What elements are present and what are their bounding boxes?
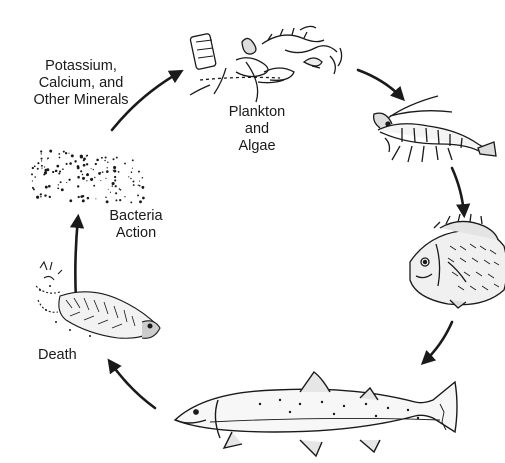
plankton-label-line-3: Algae (212, 138, 302, 155)
death-label: Death (38, 347, 88, 364)
bacteria-label-line-1: Bacteria (100, 208, 172, 225)
minerals-label: Potassium, Calcium, and Other Minerals (6, 58, 156, 109)
minerals-label-line-1: Potassium, (6, 58, 156, 75)
bacteria-action-label: Bacteria Action (100, 208, 172, 242)
plankton-label-line-2: and (212, 121, 302, 138)
minerals-label-line-3: Other Minerals (6, 92, 156, 109)
bacteria-label-line-2: Action (100, 225, 172, 242)
plankton-label-line-1: Plankton (212, 104, 302, 121)
plankton-algae-label: Plankton and Algae (212, 104, 302, 155)
death-label-line-1: Death (38, 347, 88, 364)
minerals-label-line-2: Calcium, and (6, 75, 156, 92)
